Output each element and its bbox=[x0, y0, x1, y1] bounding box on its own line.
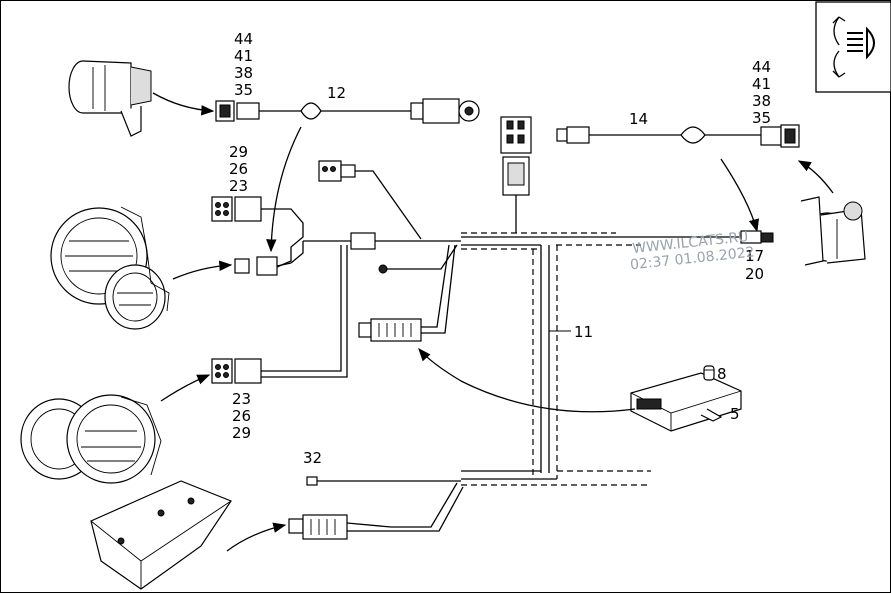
main-harness-11 bbox=[303, 232, 749, 486]
connector-29-26-23-upper bbox=[318, 160, 422, 240]
label-38-left: 38 bbox=[234, 64, 253, 82]
connector-32 bbox=[306, 476, 461, 486]
headlamp-leveling-motor-left bbox=[68, 60, 152, 137]
control-unit-plug bbox=[358, 244, 456, 342]
harness-12 bbox=[215, 98, 480, 124]
label-35-right: 35 bbox=[752, 109, 771, 127]
label-29-lower: 29 bbox=[232, 424, 251, 442]
watermark: WWW.ILCATS.RU 02:37 01.08.2022 bbox=[629, 229, 755, 273]
connector-pair-lower bbox=[211, 245, 348, 384]
label-11: 11 bbox=[574, 323, 593, 341]
label-38-right: 38 bbox=[752, 92, 771, 110]
labels-right-top: 44 41 38 35 bbox=[752, 58, 771, 127]
label-23-lower: 23 bbox=[232, 390, 251, 408]
labels-mid-lower: 23 26 29 bbox=[232, 390, 251, 442]
ground-terminal bbox=[378, 244, 458, 274]
connector-17-20 bbox=[740, 230, 774, 244]
headlamp-assembly-upper bbox=[50, 206, 170, 330]
label-44-left: 44 bbox=[234, 30, 253, 48]
headlamp-connector-1 bbox=[234, 241, 304, 276]
part-8-screw bbox=[703, 365, 715, 381]
label-5: 5 bbox=[730, 405, 740, 423]
headlamp-assembly-lower bbox=[20, 394, 162, 484]
harness-14 bbox=[556, 124, 800, 148]
label-44-right: 44 bbox=[752, 58, 771, 76]
headlamp-range-control-icon bbox=[815, 1, 891, 93]
lower-bracket-module bbox=[90, 480, 232, 590]
multi-pin-connector-top bbox=[500, 116, 532, 233]
label-17: 17 bbox=[745, 247, 764, 265]
label-29-upper: 29 bbox=[229, 143, 248, 161]
label-12: 12 bbox=[327, 84, 346, 102]
label-8: 8 bbox=[717, 365, 727, 383]
headlamp-leveling-motor-right bbox=[800, 196, 866, 266]
label-35-left: 35 bbox=[234, 81, 253, 99]
label-23-upper: 23 bbox=[229, 177, 248, 195]
label-26-upper: 26 bbox=[229, 160, 248, 178]
label-20: 20 bbox=[745, 265, 764, 283]
bottom-module-plug bbox=[288, 482, 464, 540]
label-41-left: 41 bbox=[234, 47, 253, 65]
headlamp-range-control-module-5 bbox=[630, 372, 742, 432]
label-14: 14 bbox=[629, 110, 648, 128]
labels-left-top: 44 41 38 35 bbox=[234, 30, 253, 99]
label-26-lower: 26 bbox=[232, 407, 251, 425]
connector-pair-upper bbox=[211, 196, 304, 268]
label-41-right: 41 bbox=[752, 75, 771, 93]
labels-mid-upper: 29 26 23 bbox=[229, 143, 248, 195]
label-32: 32 bbox=[303, 449, 322, 467]
